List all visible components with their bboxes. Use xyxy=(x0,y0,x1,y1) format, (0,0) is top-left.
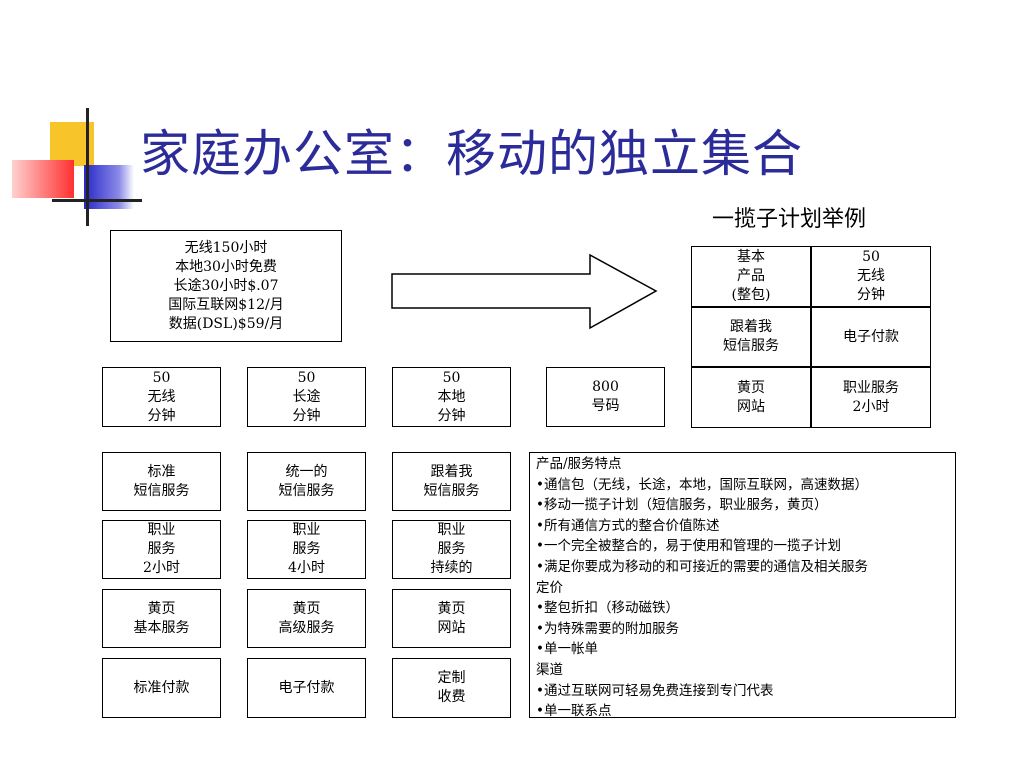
cell-line: (整包) xyxy=(731,287,771,303)
option-follow-me-messaging-box: 跟着我 短信服务 xyxy=(392,452,511,511)
option-yellow-pages-website-box: 黄页 网站 xyxy=(392,589,511,648)
option-standard-messaging-box: 标准 短信服务 xyxy=(102,452,221,511)
summary-line: 无线150小时 xyxy=(184,239,268,256)
feature-bullet: •一个完全被整合的，易于使用和管理的一揽子计划 xyxy=(536,538,841,555)
box-line: 分钟 xyxy=(147,407,176,424)
option-yellow-pages-basic-box: 黄页 基本服务 xyxy=(102,589,221,648)
cell-line: 分钟 xyxy=(857,287,885,303)
pricing-heading: 定价 xyxy=(536,579,563,596)
cell-line: 跟着我 xyxy=(730,319,772,335)
cell-line: 职业服务 xyxy=(843,379,899,396)
box-line: 定制 xyxy=(437,670,466,686)
box-line: 服务 xyxy=(292,541,321,557)
slide-subtitle: 一揽子计划举例 xyxy=(712,207,867,232)
channel-bullet: •单一联系点 xyxy=(536,703,612,718)
summary-line: 国际互联网$12/月 xyxy=(168,296,284,313)
option-yellow-pages-premium-box: 黄页 高级服务 xyxy=(247,589,366,648)
box-line: 50 xyxy=(297,369,316,386)
box-line: 短信服务 xyxy=(423,482,480,499)
decor-blue-square xyxy=(84,165,134,209)
box-line: 号码 xyxy=(591,398,620,414)
box-line: 基本服务 xyxy=(133,619,190,636)
box-line: 服务 xyxy=(437,541,466,557)
decor-red-square xyxy=(12,160,74,198)
summary-line: 长途30小时$.07 xyxy=(173,277,279,294)
pricing-bullet: •单一帐单 xyxy=(536,641,598,658)
box-line: 服务 xyxy=(147,541,176,557)
summary-line: 本地30小时免费 xyxy=(175,258,277,275)
box-line: 黄页 xyxy=(292,600,321,617)
grid-cell-professional-service: 职业服务 2小时 xyxy=(812,368,930,427)
box-line: 跟着我 xyxy=(430,463,473,480)
cell-line: 黄页 xyxy=(737,379,765,396)
cell-line: 短信服务 xyxy=(723,338,779,354)
option-custom-billing-box: 定制 收费 xyxy=(392,658,511,718)
plan-summary-box: 无线150小时 本地30小时免费 长途30小时$.07 国际互联网$12/月 数… xyxy=(110,230,342,342)
box-line: 标准付款 xyxy=(133,679,190,696)
box-line: 长途 xyxy=(292,388,321,405)
grid-cell-follow-me-messaging: 跟着我 短信服务 xyxy=(692,308,812,368)
right-arrow-icon xyxy=(391,253,658,330)
cell-line: 网站 xyxy=(737,398,765,415)
package-grid: 基本 产品 (整包) 50 无线 分钟 跟着我 短信服务 电子付款 黄页 网站 … xyxy=(691,246,931,428)
option-wireless-minutes-box: 50 无线 分钟 xyxy=(102,367,221,427)
option-professional-4h-box: 职业 服务 4小时 xyxy=(247,520,366,579)
box-line: 网站 xyxy=(437,619,466,636)
cell-line: 50 xyxy=(862,249,880,265)
pricing-bullet: •整包折扣（移动磁铁） xyxy=(536,600,679,617)
box-line: 电子付款 xyxy=(278,679,335,696)
box-line: 2小时 xyxy=(143,560,180,576)
box-line: 职业 xyxy=(147,522,176,538)
option-professional-continuous-box: 职业 服务 持续的 xyxy=(392,520,511,579)
decor-horizontal-line xyxy=(52,199,142,202)
option-standard-payment-box: 标准付款 xyxy=(102,658,221,718)
summary-line: 数据(DSL)$59/月 xyxy=(168,315,284,332)
option-long-distance-minutes-box: 50 长途 分钟 xyxy=(247,367,366,427)
feature-bullet: •移动一揽子计划（短信服务，职业服务，黄页） xyxy=(536,497,828,514)
cell-line: 基本 xyxy=(737,249,765,265)
grid-cell-yellow-pages-website: 黄页 网站 xyxy=(692,368,812,427)
option-local-minutes-box: 50 本地 分钟 xyxy=(392,367,511,427)
box-line: 短信服务 xyxy=(278,482,335,499)
box-line: 职业 xyxy=(437,522,466,538)
cell-line: 无线 xyxy=(857,268,885,284)
box-line: 黄页 xyxy=(437,600,466,617)
box-line: 标准 xyxy=(147,463,176,480)
decor-vertical-line xyxy=(86,108,89,226)
product-features-box: 产品/服务特点 •通信包（无线，长途，本地，国际互联网，高速数据） •移动一揽子… xyxy=(529,452,956,718)
box-line: 50 xyxy=(152,369,171,386)
features-heading: 产品/服务特点 xyxy=(536,456,622,472)
box-line: 收费 xyxy=(437,689,466,705)
box-line: 统一的 xyxy=(285,463,328,480)
channel-heading: 渠道 xyxy=(536,661,563,678)
box-line: 高级服务 xyxy=(278,619,335,636)
option-e-payment-box: 电子付款 xyxy=(247,658,366,718)
feature-bullet: •所有通信方式的整合价值陈述 xyxy=(536,517,720,534)
cell-line: 电子付款 xyxy=(843,328,899,345)
grid-cell-e-payment: 电子付款 xyxy=(812,308,930,368)
option-800-number-box: 800 号码 xyxy=(546,367,665,427)
box-line: 持续的 xyxy=(430,560,473,576)
box-line: 800 xyxy=(592,379,619,395)
box-line: 分钟 xyxy=(437,407,466,424)
box-line: 无线 xyxy=(147,388,176,405)
box-line: 职业 xyxy=(292,522,321,538)
pricing-bullet: •为特殊需要的附加服务 xyxy=(536,620,679,637)
cell-line: 产品 xyxy=(737,268,765,284)
option-unified-messaging-box: 统一的 短信服务 xyxy=(247,452,366,511)
box-line: 4小时 xyxy=(288,560,325,576)
box-line: 黄页 xyxy=(147,600,176,617)
feature-bullet: •满足你要成为移动的和可接近的需要的通信及相关服务 xyxy=(536,558,868,575)
box-line: 本地 xyxy=(437,388,466,405)
box-line: 50 xyxy=(442,369,461,386)
feature-bullet: •通信包（无线，长途，本地，国际互联网，高速数据） xyxy=(536,476,868,493)
slide-title: 家庭办公室：移动的独立集合 xyxy=(140,125,803,183)
cell-line: 2小时 xyxy=(852,398,890,415)
grid-cell-basic-product: 基本 产品 (整包) xyxy=(692,247,812,308)
grid-cell-wireless-minutes: 50 无线 分钟 xyxy=(812,247,930,308)
box-line: 分钟 xyxy=(292,407,321,424)
channel-bullet: •通过互联网可轻易免费连接到专门代表 xyxy=(536,682,774,699)
option-professional-2h-box: 职业 服务 2小时 xyxy=(102,520,221,579)
box-line: 短信服务 xyxy=(133,482,190,499)
